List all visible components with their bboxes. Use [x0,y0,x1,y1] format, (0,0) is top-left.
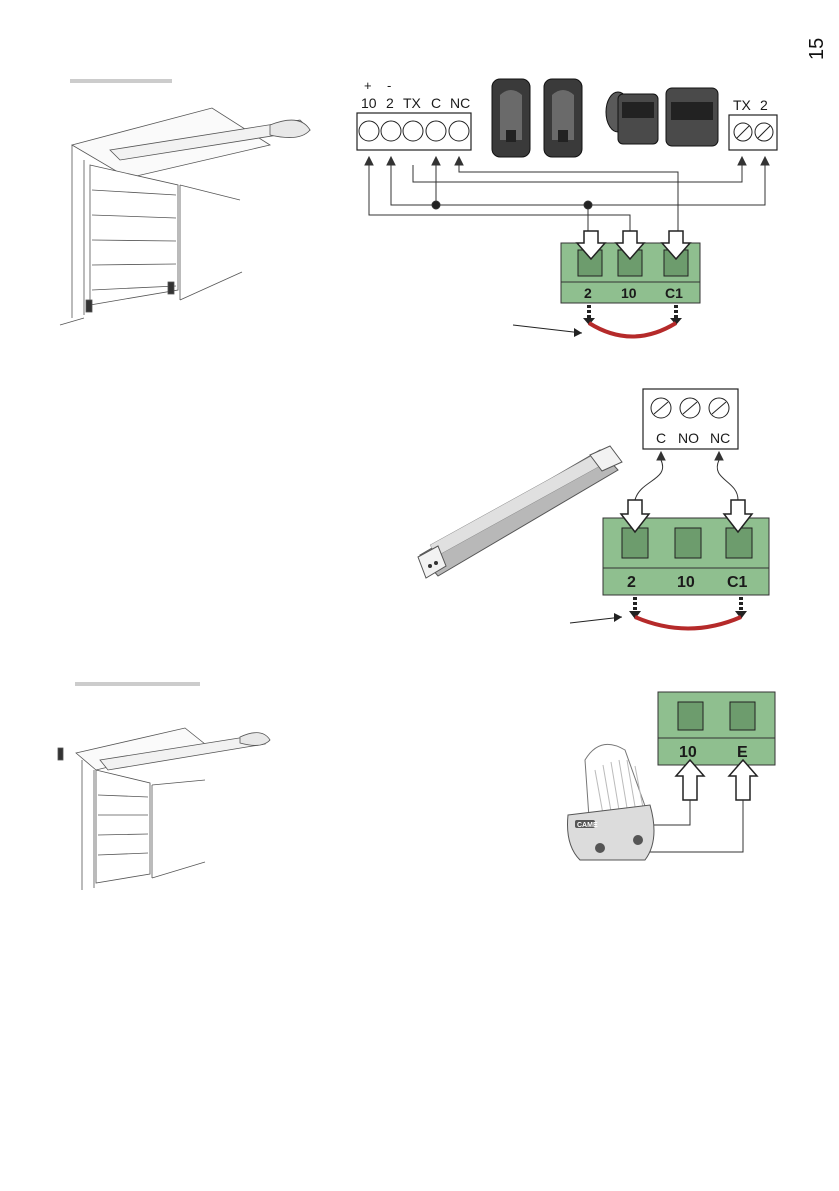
board-terminal-strip: + - 10 2 TX C NC [357,78,471,150]
block1-label-c1: C1 [665,285,683,301]
terminal-block-1: 2 10 C1 [561,231,700,303]
terminal-label-tx: TX [403,95,422,111]
block3-label-e: E [737,744,748,761]
rx-terminal-label-tx: TX [733,97,752,113]
flashing-lamp-image: CAME [568,744,655,860]
wiring-3 [650,800,743,852]
terminal-label-2: 2 [386,95,394,111]
sensor-label-nc: NC [710,430,730,446]
photocell-round-pair-image [606,88,718,146]
section-flashing-lamp: 10 E CAME [58,682,775,890]
terminal-label-nc: NC [450,95,470,111]
block2-label-2: 2 [627,574,636,591]
sensor-label-no: NO [678,430,699,446]
sensor-terminal-strip: C NO NC [643,389,738,449]
terminal-block-2: 2 10 C1 [603,500,769,595]
block2-label-10: 10 [677,574,695,591]
section-sensing-edge: C NO NC 2 10 C1 [418,389,769,629]
terminal-label-c: C [431,95,441,111]
section-photocells: + - 10 2 TX C NC [60,78,777,337]
wiring [365,157,769,232]
block2-label-c1: C1 [727,574,748,591]
garage-door-illustration [60,108,310,325]
block1-label-10: 10 [621,285,637,301]
label-bar [70,79,172,83]
receiver-terminal-strip: TX 2 [729,97,777,150]
lamp-brand-label: CAME [577,822,598,829]
photocell-transmitter-image [492,79,530,157]
label-bar [75,682,200,686]
block1-label-2: 2 [584,285,592,301]
sensor-label-c: C [656,430,666,446]
garage-door-illustration-2 [58,728,270,890]
jumper-1 [513,305,682,337]
photocell-receiver-image [544,79,582,157]
rx-terminal-label-2: 2 [760,97,768,113]
wiring-2 [635,452,738,500]
sensing-edge-image [418,446,622,578]
block3-label-10: 10 [679,744,697,761]
terminal-label-plus: + [364,78,372,93]
terminal-label-minus: - [387,78,391,93]
terminal-label-10: 10 [361,95,377,111]
terminal-block-3: 10 E [658,692,775,800]
jumper-2 [570,597,747,629]
